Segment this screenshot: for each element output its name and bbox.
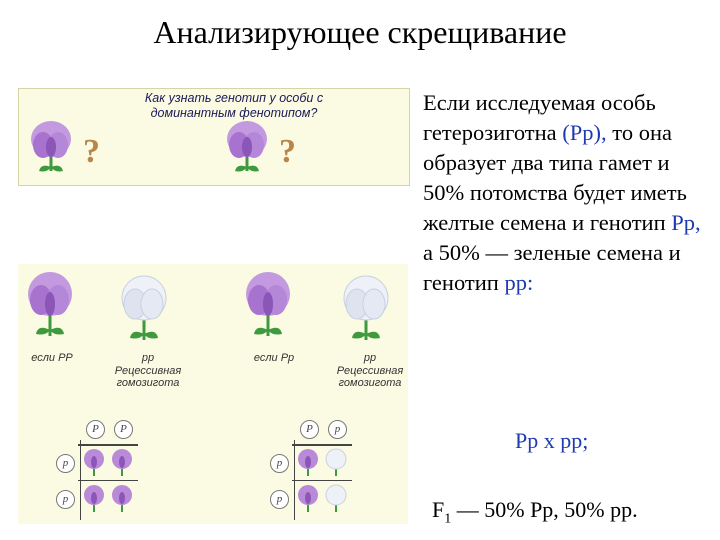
illustration-question: Как узнать генотип у особи с доминантным… (144, 91, 324, 120)
purple-flower-icon (227, 121, 267, 172)
description-right: Рецессивная гомозигота (336, 365, 404, 389)
purple-flower-icon (298, 485, 318, 512)
f1-label: F (432, 497, 445, 522)
question-illustration: Как узнать генотип у особи с доминантным… (18, 88, 410, 186)
text-part: Если исследуемая особь гетерозиготна (423, 90, 656, 145)
white-flower-icon (343, 275, 389, 340)
gamete-side: p (56, 454, 75, 473)
gamete-side: p (270, 454, 289, 473)
grid-line (292, 480, 352, 481)
purple-flower-icon (112, 485, 132, 512)
f1-subscript: 1 (444, 511, 452, 527)
question-mark-left: ? (83, 133, 100, 170)
page-title: Анализирующее скрещивание (153, 14, 567, 50)
purple-flower-icon (112, 449, 132, 476)
explanation-text: Если исследуемая особь гетерозиготна (Pp… (423, 88, 713, 298)
description-left: Рецессивная гомозигота (114, 365, 182, 389)
purple-flower-icon (84, 485, 104, 512)
grid-line (292, 444, 352, 446)
question-mark-right: ? (279, 133, 296, 170)
gamete-top: P (86, 420, 105, 439)
gamete-top: P (114, 420, 133, 439)
grid-line (78, 480, 138, 481)
white-flower-icon (121, 275, 167, 340)
purple-flower-icon (84, 449, 104, 476)
cross-formula: Pp x pp; (515, 428, 589, 453)
genotype-highlight: pp: (504, 270, 534, 295)
white-flower-icon (325, 484, 347, 512)
purple-flower-icon (246, 272, 290, 336)
genotype-right: pp (363, 352, 377, 364)
f1-result: F1 — 50% Pp, 50% pp. (432, 497, 638, 527)
purple-flower-icon (298, 449, 318, 476)
gamete-top: p (328, 420, 347, 439)
purple-flower-icon (28, 272, 72, 336)
f1-text: — 50% Pp, 50% pp. (451, 497, 638, 522)
white-flower-icon (325, 448, 347, 476)
case-label-right: если Pp (253, 352, 295, 364)
gamete-side: p (270, 490, 289, 509)
text-part: то она образует два типа гамет и 50% пот… (423, 120, 687, 235)
genotype-highlight: Pp, (671, 210, 701, 235)
grid-line (78, 444, 138, 446)
text-part: а 50% — зеленые семена и генотип (423, 240, 681, 295)
genotype-highlight: (Pp), (562, 120, 607, 145)
gamete-top: P (300, 420, 319, 439)
gamete-side: p (56, 490, 75, 509)
purple-flower-icon (31, 121, 71, 172)
genotype-left: pp (141, 352, 155, 364)
case-label-left: если PP (31, 352, 73, 364)
cross-illustration: если PP pp Рецессивная гомозигота если P… (18, 264, 408, 524)
